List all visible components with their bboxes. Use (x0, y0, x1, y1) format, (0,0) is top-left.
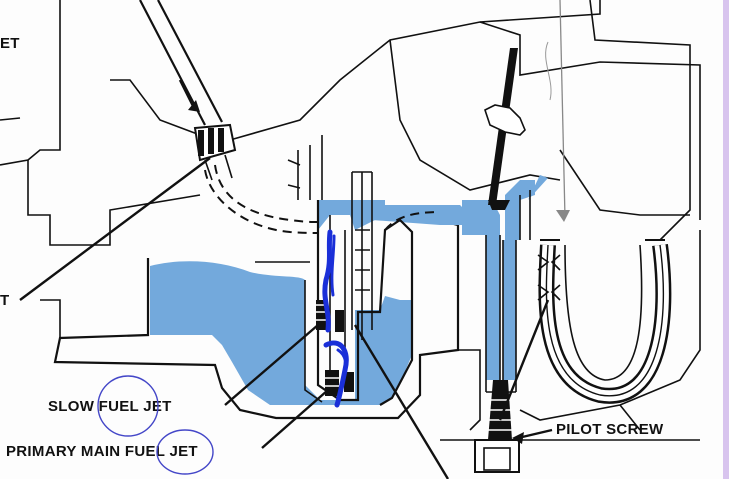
fuel-level (150, 175, 548, 405)
carburetor-body (0, 0, 701, 441)
u-hose (537, 239, 672, 404)
fuel-passages-dashed (204, 164, 441, 234)
throttle-knob (484, 104, 526, 136)
vent-passages (287, 135, 323, 200)
inlet-pipe (139, 0, 237, 181)
label-primary-main-fuel-jet: PRIMARY MAIN FUEL JET (6, 443, 198, 460)
blue-marker-annotation (322, 229, 349, 408)
main-jet-part (325, 370, 354, 396)
highlight-circle-main-fuel (156, 429, 214, 475)
label-pilot-screw: PILOT SCREW (556, 421, 664, 438)
label-top-left-fragment: ET (0, 35, 20, 52)
pilot-screw-part (474, 380, 520, 473)
pilot-circuit (485, 190, 531, 393)
emulsion-tubes (351, 171, 373, 340)
leader-lines (19, 157, 553, 479)
label-slow-fuel-jet: SLOW FUEL JET (48, 398, 172, 415)
page-edge (723, 0, 729, 479)
label-left-fragment: T (0, 292, 9, 309)
highlight-circle-slow-fuel (97, 375, 159, 437)
